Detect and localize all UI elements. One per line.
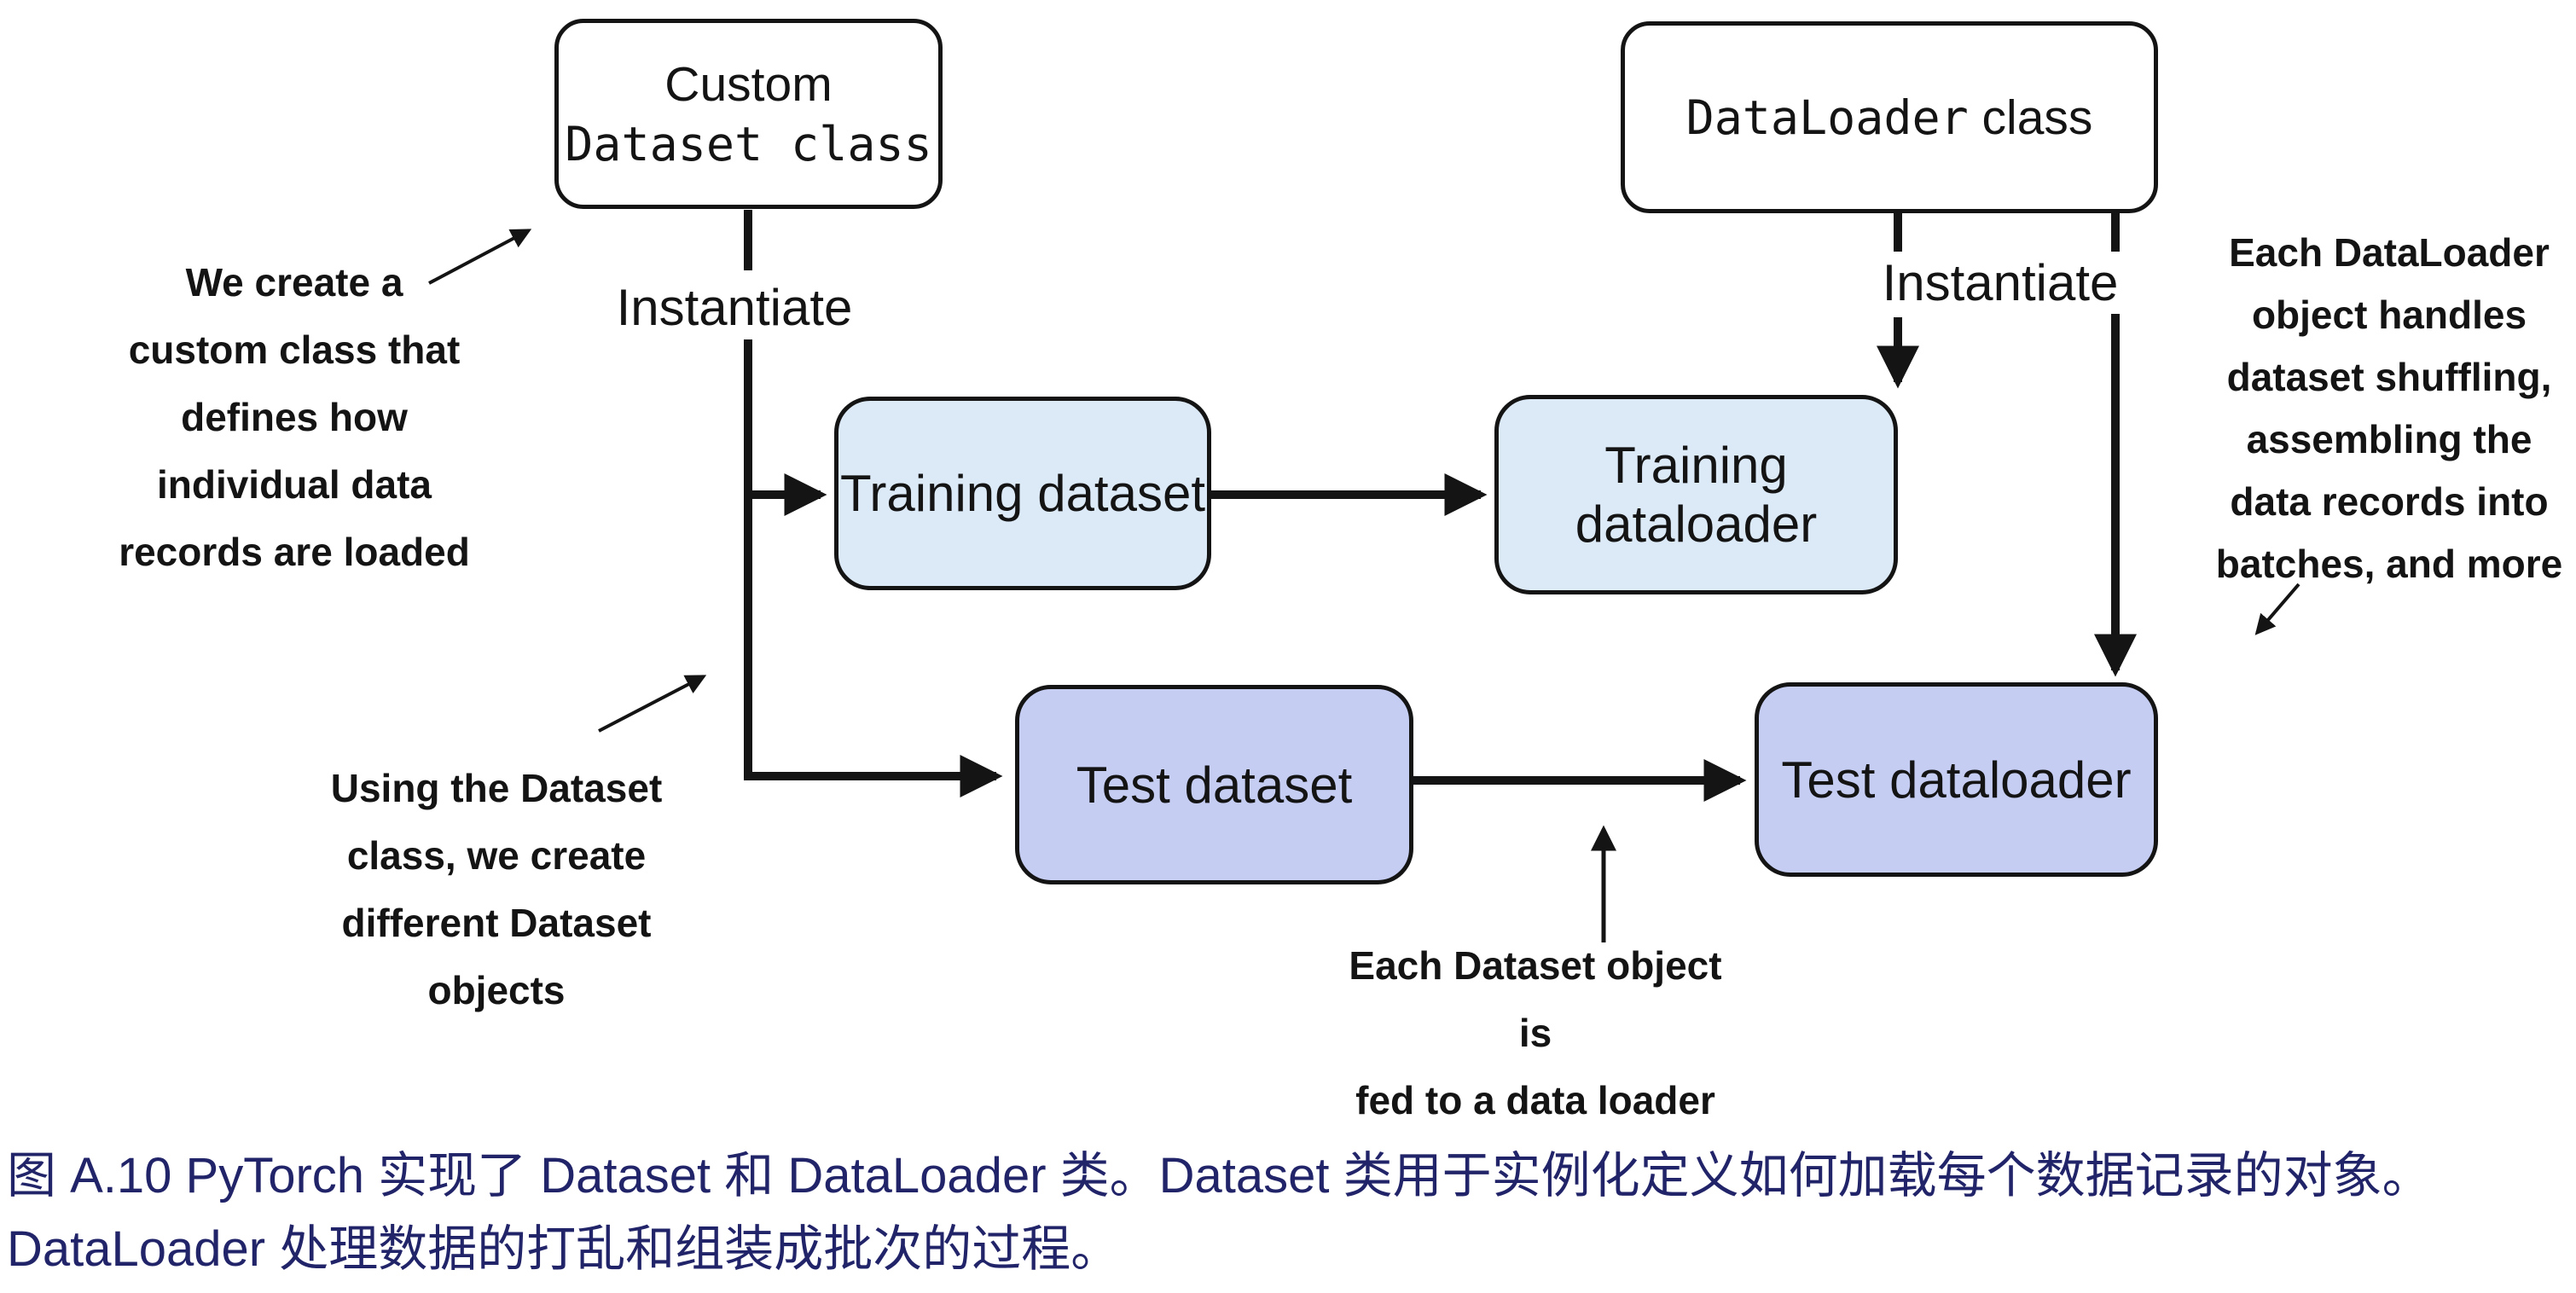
note-dataloader-handles: Each DataLoader object handles dataset s… <box>2215 230 2563 586</box>
custom-dataset-class-line2: Dataset class <box>565 116 932 171</box>
note-create-custom-class: We create a custom class that defines ho… <box>119 260 470 574</box>
custom-dataset-class-box: Custom Dataset class <box>554 19 943 209</box>
test-dataloader-label: Test dataloader <box>1781 751 2132 809</box>
dataloader-class-box: DataLoader class <box>1621 21 2158 213</box>
figure-caption: 图 A.10 PyTorch 实现了 Dataset 和 DataLoader … <box>7 1148 2432 1277</box>
training-dataset-box: Training dataset <box>834 397 1211 590</box>
test-dataset-box: Test dataset <box>1015 685 1413 884</box>
arrow-dataloader-handles-note <box>2254 583 2300 635</box>
training-dataset-label: Training dataset <box>839 465 1206 522</box>
instantiate-label-right: Instantiate <box>1882 254 2119 311</box>
training-dataloader-label: Training dataloader <box>1575 437 1818 553</box>
note-dataset-fed: Each Dataset object is fed to a data loa… <box>1349 943 1722 1122</box>
training-dataloader-box: Training dataloader <box>1494 395 1898 594</box>
custom-dataset-class-line1: Custom <box>664 56 833 112</box>
arrow-create-custom-note <box>428 229 532 285</box>
instantiate-label-left: Instantiate <box>616 279 853 336</box>
edge-custom-to-test-dataset <box>744 339 1003 797</box>
dataloader-class-code: DataLoader <box>1685 90 1969 145</box>
arrow-using-dataset-note <box>598 675 707 733</box>
dataloader-class-suffix: class <box>1968 90 2093 145</box>
test-dataset-label: Test dataset <box>1076 756 1353 814</box>
note-using-dataset-class: Using the Dataset class, we create diffe… <box>330 766 663 1012</box>
test-dataloader-box: Test dataloader <box>1755 682 2158 877</box>
